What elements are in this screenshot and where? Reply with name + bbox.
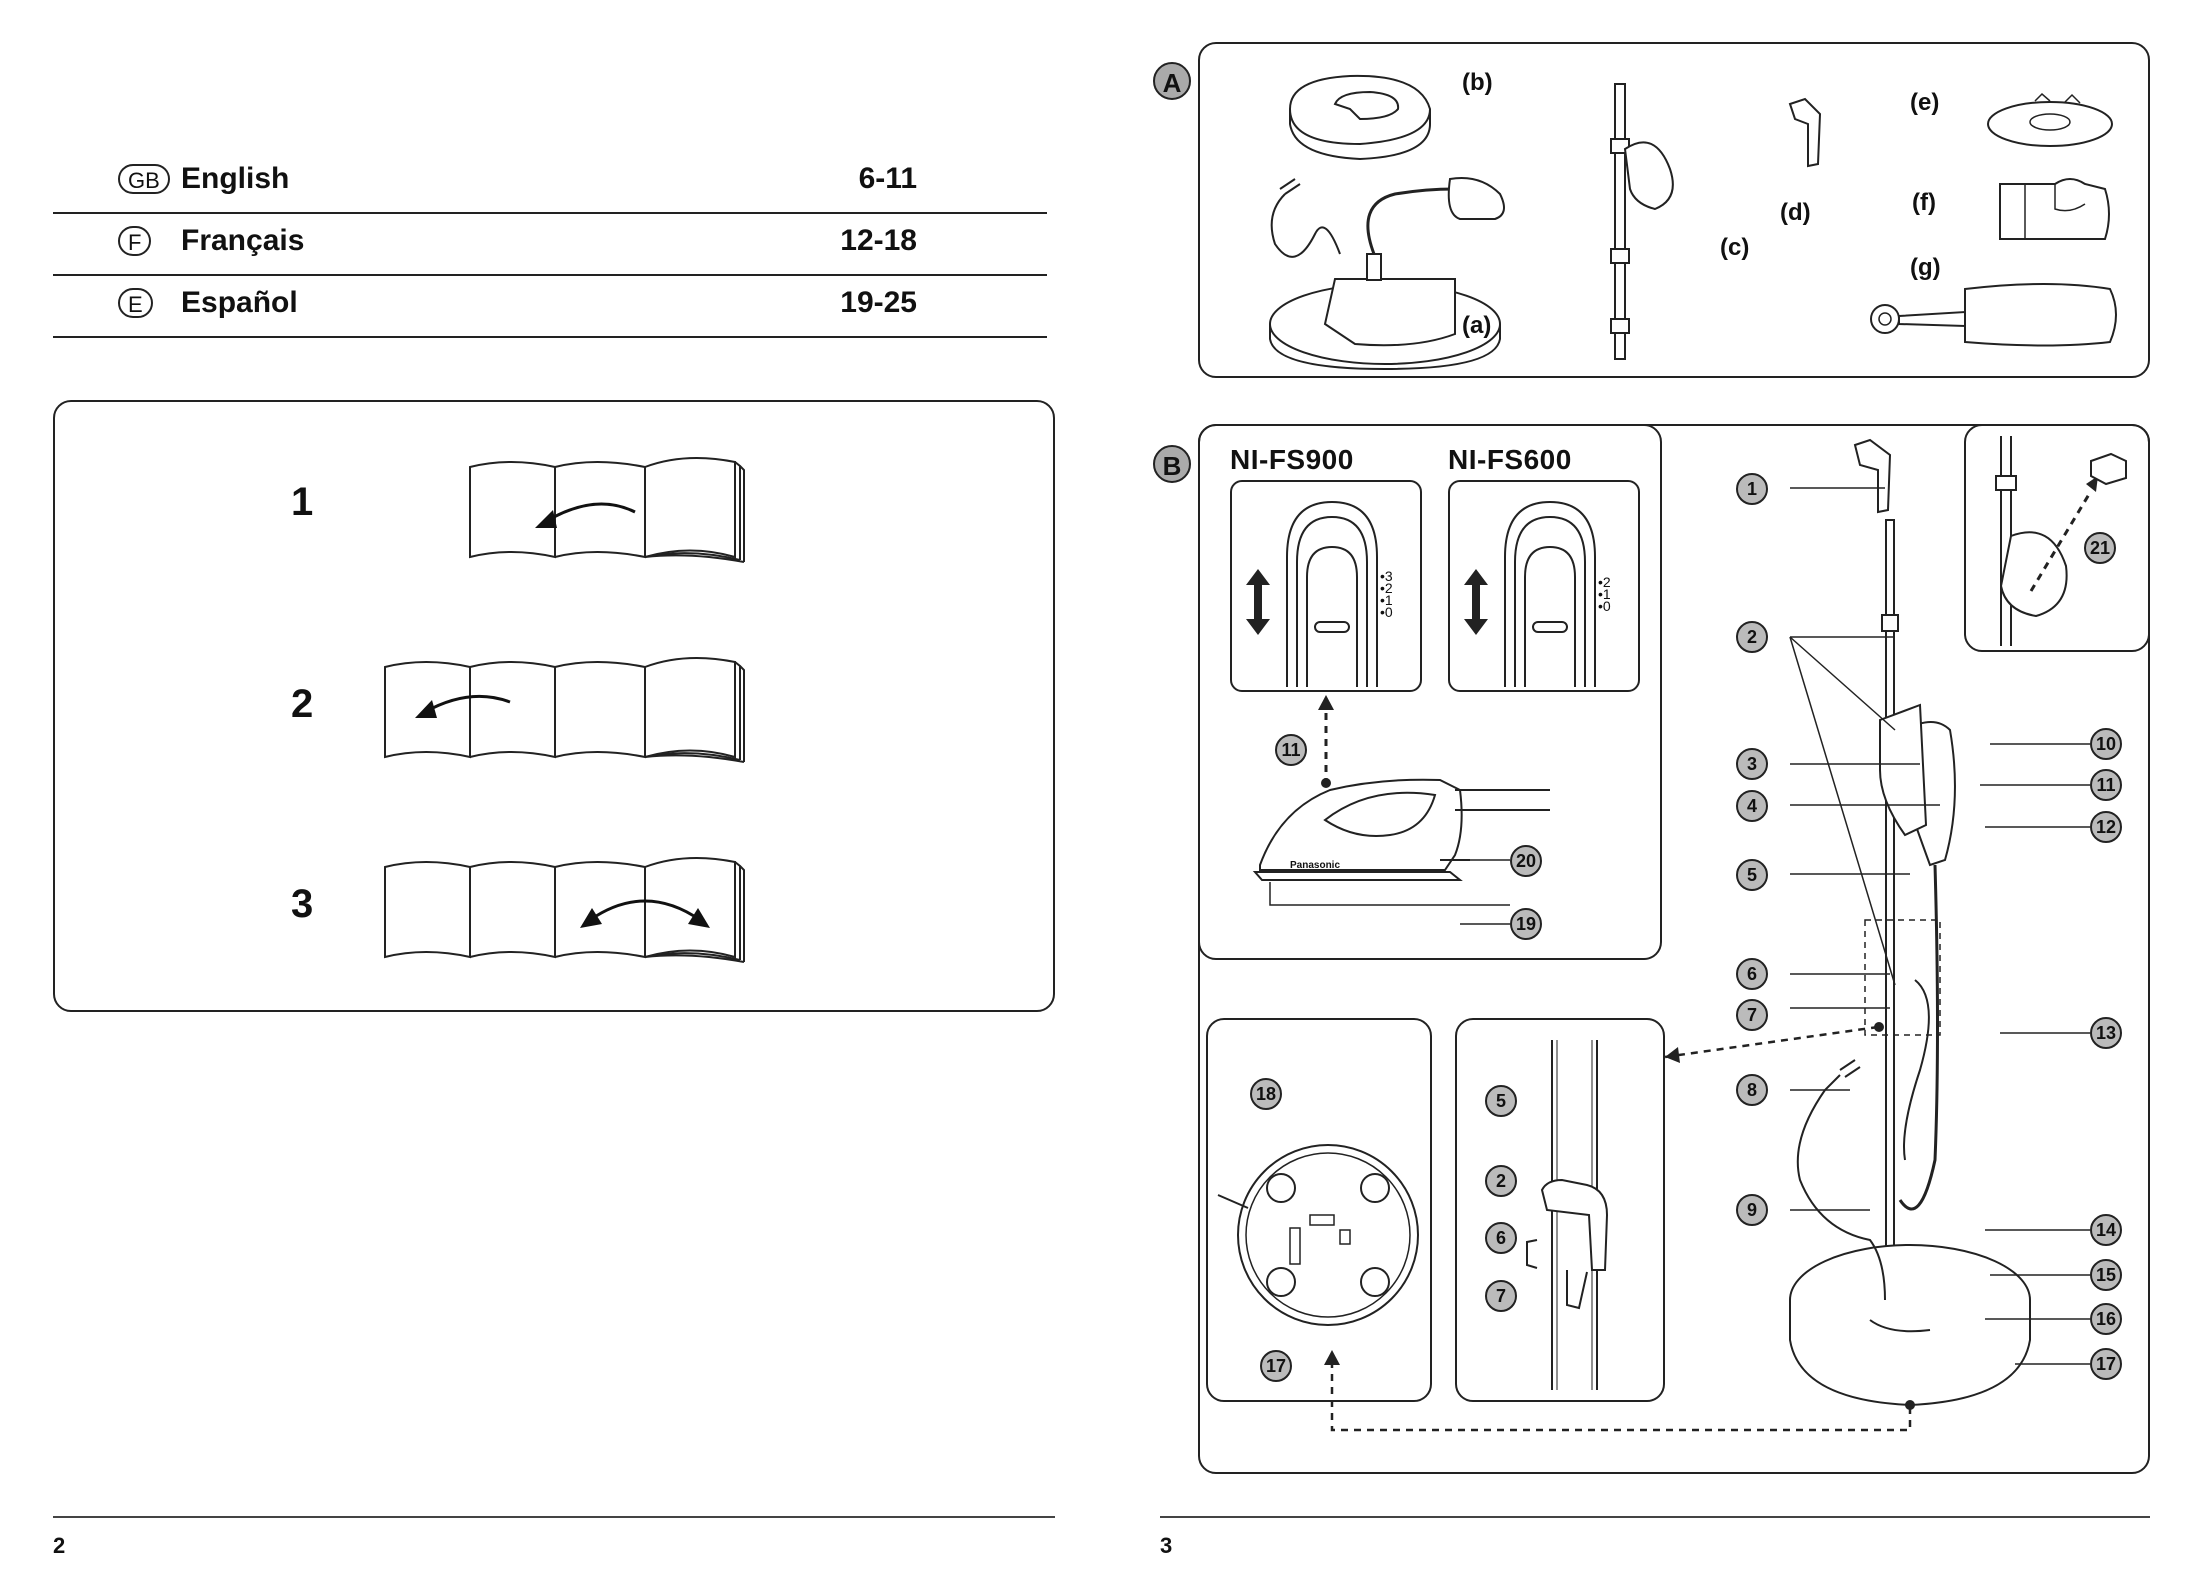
- reading-instructions-panel: 1 2 3: [53, 400, 1055, 1012]
- callout-9: 9: [1736, 1194, 1768, 1226]
- callout-5: 5: [1736, 859, 1768, 891]
- callout-6: 6: [1736, 958, 1768, 990]
- language-name: Français: [181, 224, 304, 258]
- page-number-left: 2: [53, 1533, 65, 1559]
- base-plate-icon: [1980, 89, 2120, 159]
- part-label-b: (b): [1462, 69, 1493, 97]
- steam-scale: •2 •1 •0: [1598, 576, 1618, 612]
- step-number: 1: [291, 480, 313, 525]
- page-number-right: 3: [1160, 1533, 1172, 1559]
- callout-7: 7: [1736, 999, 1768, 1031]
- language-pages: 19-25: [840, 286, 917, 320]
- telescopic-pole-icon: [1600, 79, 1700, 364]
- up-down-arrow-icon: [1244, 567, 1272, 637]
- language-name: English: [181, 162, 289, 196]
- callout-13: 13: [2090, 1017, 2122, 1049]
- callout-18: 18: [1250, 1078, 1282, 1110]
- callout-15: 15: [2090, 1259, 2122, 1291]
- accessories-panel: (b) (a) (c) (d) (e) (f) (g): [1198, 42, 2150, 378]
- brand-logo-text: Panasonic: [1290, 860, 1340, 871]
- callout-4: 4: [1736, 790, 1768, 822]
- part-label-c: (c): [1720, 234, 1749, 262]
- callout-2: 2: [1736, 621, 1768, 653]
- callout-8: 8: [1736, 1074, 1768, 1106]
- open-book-icon: [465, 452, 795, 562]
- callout-12: 12: [2090, 811, 2122, 843]
- language-row-espanol[interactable]: E Español 19-25: [53, 274, 1047, 338]
- language-pages: 12-18: [840, 224, 917, 258]
- steam-iron-head-icon: [1250, 690, 1570, 910]
- steam-dial-illustration: [1282, 497, 1392, 687]
- part-label-f: (f): [1912, 189, 1936, 217]
- language-code-badge: F: [118, 226, 151, 256]
- callout-20: 20: [1510, 845, 1542, 877]
- callout-3: 3: [1736, 748, 1768, 780]
- steam-dial-illustration: [1500, 497, 1610, 687]
- callout-17: 17: [2090, 1348, 2122, 1380]
- steam-scale: •3 •2 •1 •0: [1380, 570, 1400, 618]
- language-name: Español: [181, 286, 298, 320]
- callout-1: 1: [1736, 473, 1768, 505]
- hanger-hook-icon: [1780, 94, 1840, 174]
- callout-leaders: [1460, 860, 1512, 930]
- model-name-fs900: NI-FS900: [1230, 444, 1354, 476]
- callout-19: 19: [1510, 908, 1542, 940]
- callout-16: 16: [2090, 1303, 2122, 1335]
- language-row-english[interactable]: GB English 6-11: [53, 150, 1047, 214]
- footer-rule: [53, 1516, 1055, 1518]
- part-label-g: (g): [1910, 254, 1941, 282]
- callout-10: 10: [2090, 728, 2122, 760]
- open-book-icon: [380, 652, 800, 762]
- up-down-arrow-icon: [1462, 567, 1490, 637]
- callout-leader-lines: [1760, 480, 2120, 1350]
- language-pages: 6-11: [859, 162, 917, 196]
- callout-11: 11: [1275, 734, 1307, 766]
- steam-level: •0: [1598, 600, 1618, 612]
- section-a-badge: A: [1153, 62, 1191, 100]
- lint-brush-icon: [1860, 274, 2130, 354]
- part-label-d: (d): [1780, 199, 1811, 227]
- footer-rule: [1160, 1516, 2150, 1518]
- part-label-a: (a): [1462, 312, 1491, 340]
- step-number: 2: [291, 682, 313, 727]
- callout-14: 14: [2090, 1214, 2122, 1246]
- language-code-badge: E: [118, 288, 153, 318]
- open-book-icon: [380, 852, 800, 962]
- steam-dial-fs900: •3 •2 •1 •0: [1230, 480, 1422, 692]
- model-name-fs600: NI-FS600: [1448, 444, 1572, 476]
- steam-level: •0: [1380, 606, 1400, 618]
- part-label-e: (e): [1910, 89, 1939, 117]
- section-b-badge: B: [1153, 445, 1191, 483]
- steam-dial-fs600: •2 •1 •0: [1448, 480, 1640, 692]
- language-code-badge: GB: [118, 164, 170, 194]
- language-row-francais[interactable]: F Français 12-18: [53, 212, 1047, 276]
- step-number: 3: [291, 882, 313, 927]
- water-tank-cap-icon: [1280, 64, 1440, 164]
- protective-mitt-icon: [1995, 174, 2115, 254]
- callout-17: 17: [1260, 1350, 1292, 1382]
- steamer-base-unit-icon: [1255, 174, 1515, 374]
- callout-11: 11: [2090, 769, 2122, 801]
